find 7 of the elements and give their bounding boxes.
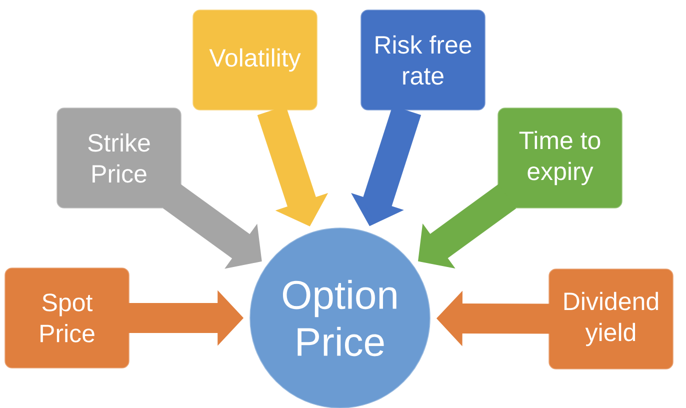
block-arrow (418, 184, 516, 268)
factor-box: Time to expiry (498, 108, 622, 208)
factor-box: Strike Price (56, 108, 182, 208)
factor-box: Spot Price (4, 268, 130, 368)
factor-box: Dividend yield (548, 268, 674, 370)
factor-box: Volatility (192, 10, 318, 110)
factor-box: Risk free rate (360, 10, 486, 110)
